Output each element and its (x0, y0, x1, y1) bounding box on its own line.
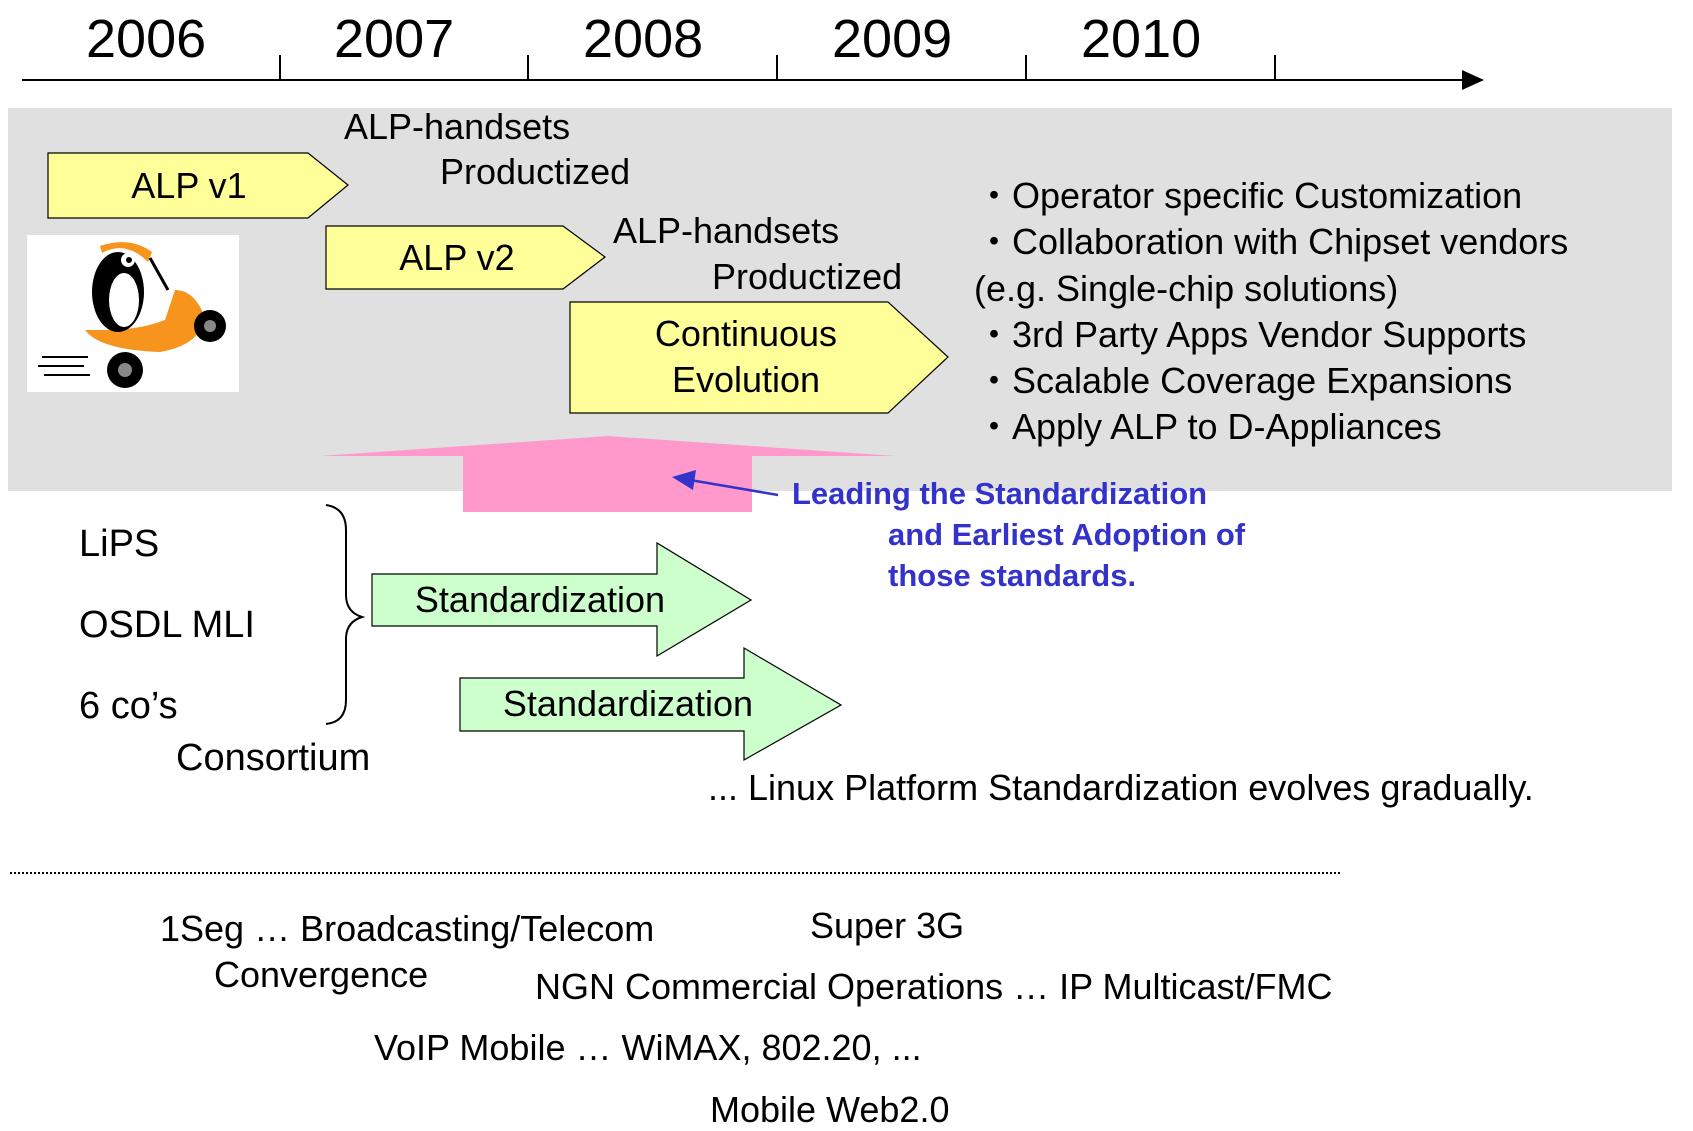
year-label: 2006 (86, 9, 207, 69)
alp-v2-note-line2: Productized (712, 256, 903, 297)
standards-brace (325, 504, 366, 725)
continuous-evolution-line1: Continuous (654, 313, 838, 354)
year-label: 2007 (334, 9, 455, 69)
alp-v1-arrow (47, 152, 349, 219)
timeline (22, 55, 1484, 90)
year-label: 2009 (832, 9, 953, 69)
continuous-evolution-arrow (569, 301, 949, 414)
feature-item: (e.g. Single-chip solutions) (974, 268, 1399, 309)
feature-item: ・3rd Party Apps Vendor Supports (976, 314, 1527, 355)
standardization-label-1: Standardization (414, 579, 666, 620)
trend-item: VoIP Mobile … WiMAX, 802.20, ... (374, 1027, 922, 1068)
adoption-arrow (320, 436, 896, 512)
standardization-arrow-2 (459, 646, 843, 762)
trend-item: 1Seg … Broadcasting/Telecom (160, 908, 655, 949)
alp-v2-label: ALP v2 (399, 237, 515, 278)
timeline-arrowhead (1462, 70, 1484, 90)
callout-line2: and Earliest Adoption of (888, 517, 1246, 552)
callout-line3: those standards. (888, 558, 1137, 593)
standardization-arrow-1 (371, 541, 753, 658)
year-label: 2010 (1081, 9, 1202, 69)
feature-item: ・Scalable Coverage Expansions (976, 360, 1513, 401)
standards-group: OSDL MLI (79, 604, 255, 646)
trend-item: Super 3G (810, 905, 965, 946)
trend-item: NGN Commercial Operations … IP Multicast… (535, 966, 1333, 1007)
standards-group: LiPS (79, 523, 160, 565)
standards-group: Consortium (176, 737, 371, 779)
penguin-scooter-logo (27, 235, 239, 392)
callout-line1: Leading the Standardization (792, 476, 1208, 511)
alp-v2-note-line1: ALP-handsets (613, 210, 840, 251)
year-label: 2008 (583, 9, 704, 69)
standardization-note: ... Linux Platform Standardization evolv… (708, 767, 1534, 808)
feature-item: ・Apply ALP to D-Appliances (976, 406, 1442, 447)
feature-item: ・Collaboration with Chipset vendors (976, 221, 1569, 262)
trend-item: Convergence (214, 954, 429, 995)
trend-item: Mobile Web2.0 (710, 1089, 950, 1130)
alp-v1-note-line2: Productized (440, 151, 631, 192)
callout-arrow (672, 470, 779, 497)
standards-group: 6 co’s (79, 685, 178, 727)
standardization-label-2: Standardization (502, 683, 754, 724)
feature-item: ・Operator specific Customization (976, 175, 1523, 216)
alp-v2-arrow (325, 225, 607, 290)
continuous-evolution-line2: Evolution (671, 359, 821, 400)
alp-v1-note-line1: ALP-handsets (344, 106, 571, 147)
alp-v1-label: ALP v1 (131, 165, 247, 206)
